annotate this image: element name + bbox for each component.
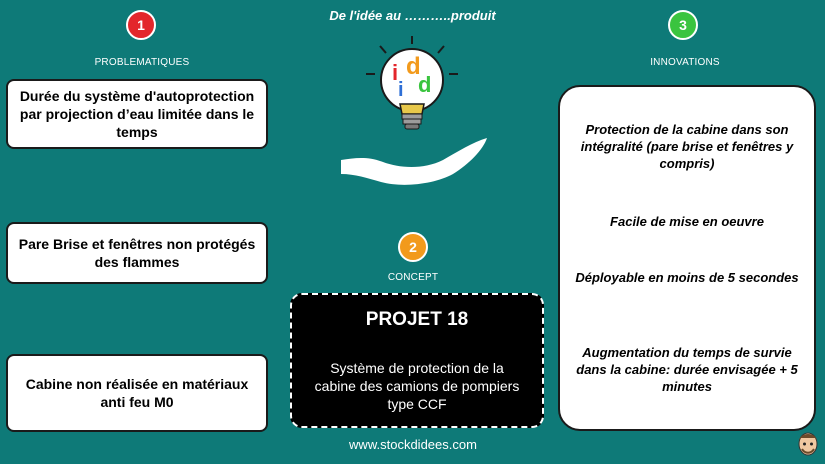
avatar-icon: [798, 432, 818, 456]
section-label-problematiques: PROBLEMATIQUES: [94, 57, 190, 68]
problem-box-2: Pare Brise et fenêtres non protégés des …: [6, 222, 268, 284]
section-label-concept: CONCEPT: [387, 272, 439, 283]
concept-title: PROJET 18: [365, 309, 469, 330]
logo-letter-2: d: [406, 53, 421, 80]
concept-box: PROJET 18 Système de protection de la ca…: [290, 293, 544, 428]
innovation-item-4: Augmentation du temps de survie dans la …: [576, 345, 798, 394]
innovations-box: Protection de la cabine dans son intégra…: [558, 85, 816, 431]
hand-icon: [341, 138, 487, 185]
logo-letter-4: i: [398, 79, 404, 101]
innovation-item-3: Déployable en moins de 5 secondes: [575, 270, 799, 285]
lightbulb-icon: i d d i: [366, 36, 458, 130]
page-title: De l'idée au ………..produit: [329, 8, 496, 23]
section-label-innovations: INNOVATIONS: [650, 57, 720, 68]
logo-letter-3: d: [418, 72, 431, 97]
innovation-item-1: Protection de la cabine dans son intégra…: [580, 122, 794, 171]
badge-2: 2: [398, 232, 428, 262]
concept-description: Système de protection de la cabine des c…: [314, 360, 520, 412]
problem-box-1: Durée du système d'autoprotection par pr…: [6, 79, 268, 149]
logo-letter-1: i: [392, 60, 398, 85]
footer-url[interactable]: www.stockdidees.com: [349, 437, 477, 452]
problem-box-3: Cabine non réalisée en matériaux anti fe…: [6, 354, 268, 432]
badge-1: 1: [126, 10, 156, 40]
badge-3: 3: [668, 10, 698, 40]
innovation-item-2: Facile de mise en oeuvre: [610, 214, 764, 229]
